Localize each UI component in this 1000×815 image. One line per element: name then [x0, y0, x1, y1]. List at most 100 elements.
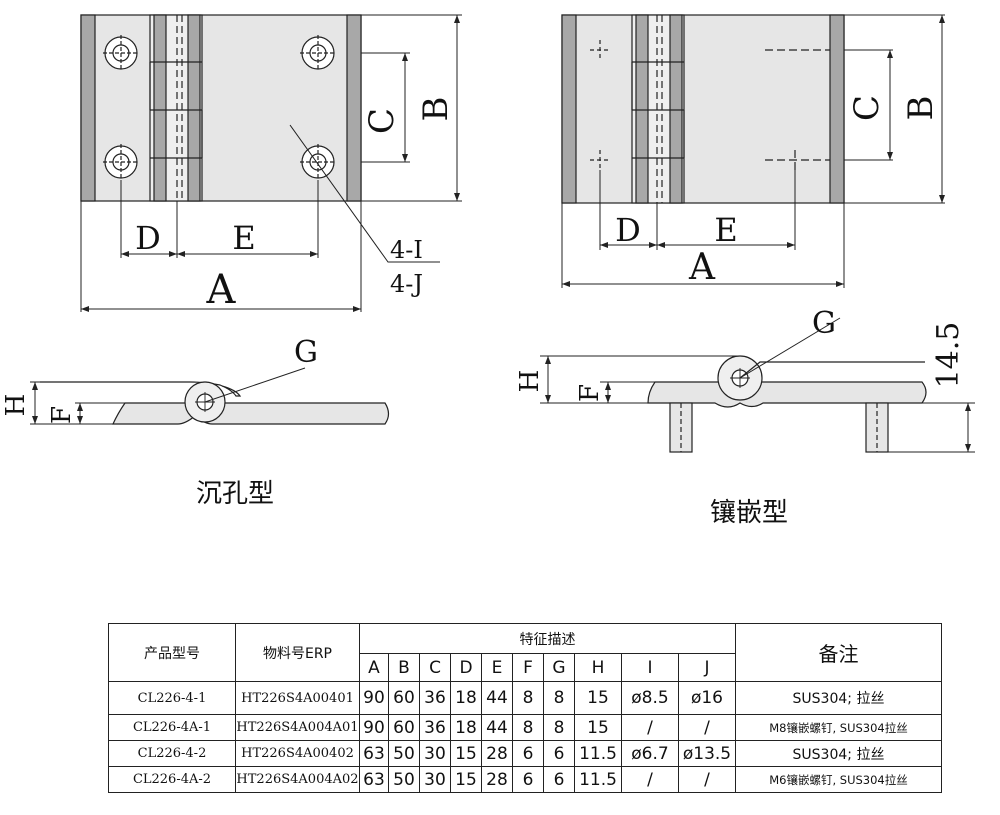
cell-i: /	[621, 766, 679, 793]
inlay-top-view	[561, 14, 945, 288]
dim-label-f-right: F	[575, 384, 605, 402]
param-header-d: D	[450, 653, 482, 682]
cell-d: 18	[450, 714, 482, 741]
header-erp: 物料号ERP	[235, 623, 360, 682]
cell-j: /	[678, 766, 736, 793]
cell-g: 6	[543, 740, 575, 767]
cell-f: 6	[512, 740, 544, 767]
cell-g: 8	[543, 681, 575, 715]
cell-b: 50	[388, 740, 420, 767]
cell-i: /	[621, 714, 679, 741]
cell-e: 28	[481, 766, 513, 793]
param-header-h: H	[574, 653, 622, 682]
cell-g: 6	[543, 766, 575, 793]
dim-label-f-left: F	[47, 406, 77, 424]
cell-j: /	[678, 714, 736, 741]
cell-note: SUS304; 拉丝	[735, 740, 942, 767]
cell-d: 15	[450, 740, 482, 767]
param-header-b: B	[388, 653, 420, 682]
dim-label-e-right: E	[714, 211, 737, 249]
cell-h: 15	[574, 681, 622, 715]
dim-label-g-left: G	[294, 335, 318, 370]
dim-label-thickness: 14.5	[931, 322, 966, 389]
cell-d: 18	[450, 681, 482, 715]
param-header-j: J	[678, 653, 736, 682]
dim-label-d-left: D	[135, 219, 161, 257]
cell-i: ø6.7	[621, 740, 679, 767]
cell-b: 60	[388, 714, 420, 741]
cell-i: ø8.5	[621, 681, 679, 715]
cell-b: 60	[388, 681, 420, 715]
cell-c: 36	[419, 681, 451, 715]
cell-a: 90	[359, 714, 389, 741]
cell-erp: HT226S4A00401	[235, 681, 360, 715]
cell-erp: HT226S4A004A01	[235, 714, 360, 741]
dim-label-c-right: C	[847, 95, 887, 121]
cell-f: 8	[512, 714, 544, 741]
dim-label-c-left: C	[362, 108, 402, 134]
cell-a: 63	[359, 766, 389, 793]
param-header-a: A	[359, 653, 389, 682]
cell-c: 36	[419, 714, 451, 741]
cell-h: 11.5	[574, 766, 622, 793]
cell-note: M8镶嵌螺钉, SUS304拉丝	[735, 714, 942, 741]
cell-e: 44	[481, 714, 513, 741]
dim-label-b-right: B	[901, 96, 941, 121]
param-header-f: F	[512, 653, 544, 682]
cell-note: SUS304; 拉丝	[735, 681, 942, 715]
cell-c: 30	[419, 766, 451, 793]
caption-countersunk: 沉孔型	[196, 479, 274, 509]
cell-b: 50	[388, 766, 420, 793]
cell-h: 11.5	[574, 740, 622, 767]
cell-f: 8	[512, 681, 544, 715]
countersunk-top-view	[80, 14, 462, 312]
hole-label-i: 4-I	[390, 236, 423, 264]
header-model: 产品型号	[108, 623, 236, 682]
param-header-i: I	[621, 653, 679, 682]
cell-model: CL226-4-2	[108, 740, 236, 767]
mount-hole	[103, 144, 139, 180]
cell-j: ø16	[678, 681, 736, 715]
param-header-g: G	[543, 653, 575, 682]
dim-label-a-right: A	[688, 247, 716, 288]
inlay-side-view	[540, 317, 975, 453]
cell-h: 15	[574, 714, 622, 741]
dim-label-d-right: D	[615, 211, 641, 249]
dim-label-h-left: H	[1, 394, 31, 417]
dim-label-b-left: B	[416, 97, 456, 122]
cell-e: 44	[481, 681, 513, 715]
cell-a: 63	[359, 740, 389, 767]
cell-model: CL226-4-1	[108, 681, 236, 715]
param-header-c: C	[419, 653, 451, 682]
dimension-arrows	[32, 15, 971, 452]
header-features: 特征描述	[359, 623, 736, 654]
caption-inlay: 镶嵌型	[710, 498, 788, 528]
hole-label-j: 4-J	[390, 270, 423, 298]
mount-hole	[103, 35, 139, 71]
cell-f: 6	[512, 766, 544, 793]
dim-label-h-right: H	[515, 370, 545, 393]
cell-erp: HT226S4A00402	[235, 740, 360, 767]
mount-hole	[300, 35, 336, 71]
dim-label-g-right: G	[812, 306, 836, 341]
dim-label-e-left: E	[232, 219, 255, 257]
cell-model: CL226-4A-1	[108, 714, 236, 741]
countersunk-side-view	[30, 367, 390, 425]
cell-d: 15	[450, 766, 482, 793]
cell-g: 8	[543, 714, 575, 741]
dim-label-a-left: A	[206, 267, 237, 313]
cell-c: 30	[419, 740, 451, 767]
param-header-e: E	[481, 653, 513, 682]
cell-e: 28	[481, 740, 513, 767]
cell-erp: HT226S4A004A02	[235, 766, 360, 793]
cell-model: CL226-4A-2	[108, 766, 236, 793]
header-notes: 备注	[735, 623, 942, 682]
